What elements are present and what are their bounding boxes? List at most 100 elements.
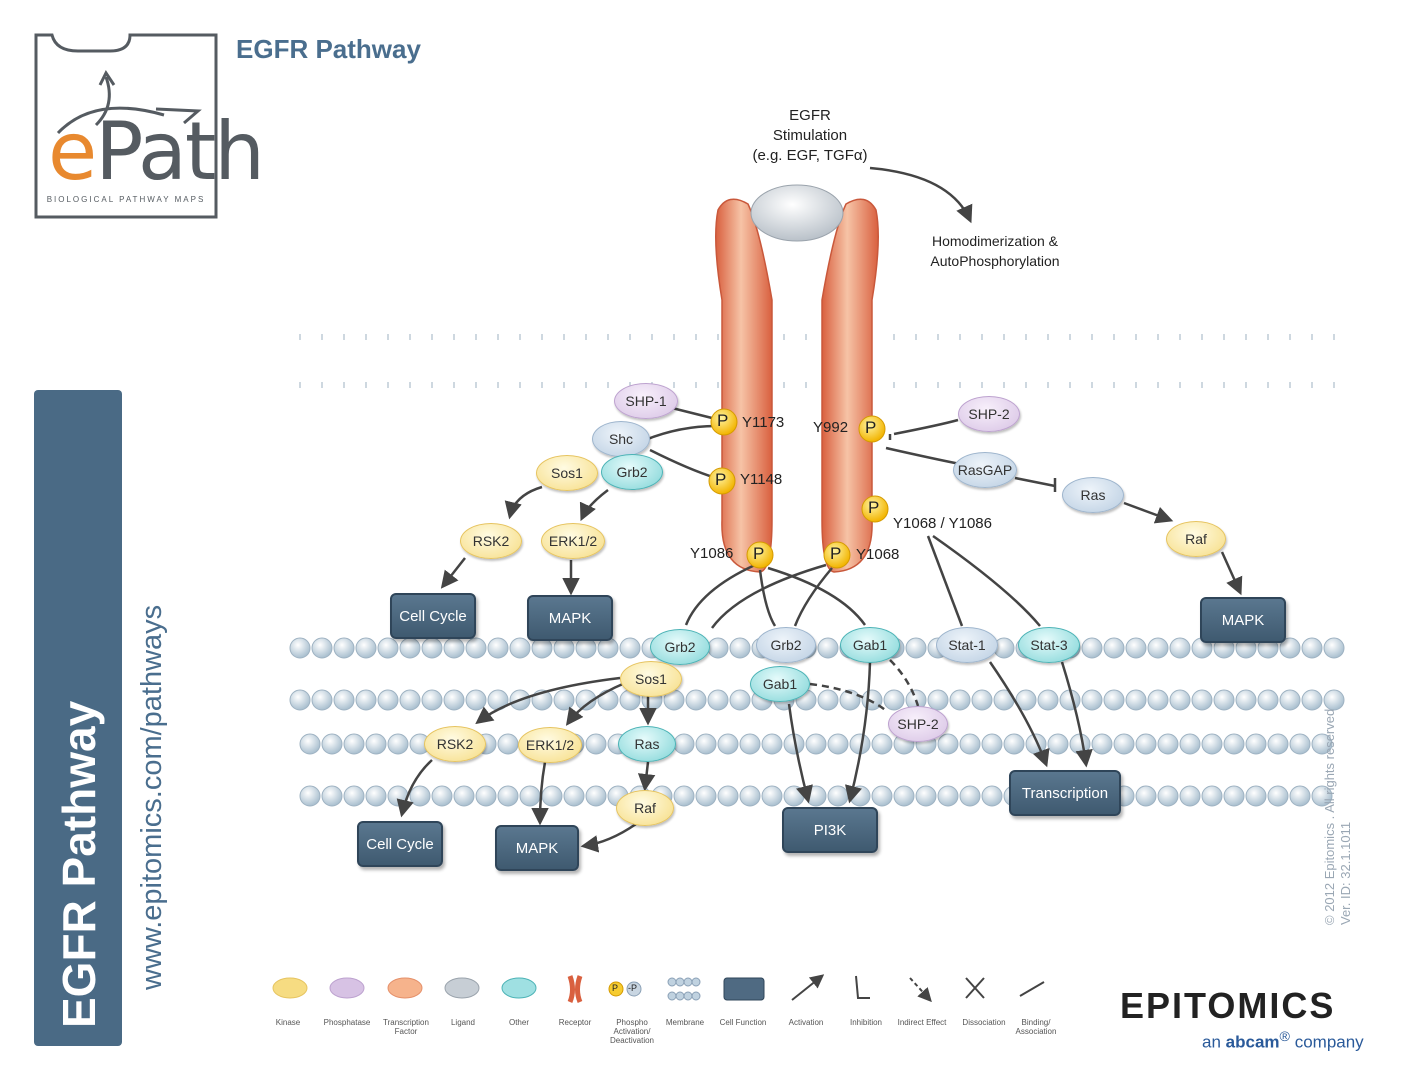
- membrane-bead: [1015, 689, 1037, 711]
- membrane-bead: [729, 637, 751, 659]
- legend-indirect-effect: Indirect Effect: [897, 1018, 947, 1027]
- func-mapk-top: MAPK: [527, 595, 613, 641]
- membrane-bead: [1223, 785, 1245, 807]
- copyright-text: © 2012 Epitomics . All rights reserved: [1322, 708, 1337, 925]
- membrane-bead: [475, 785, 497, 807]
- membrane-bead: [289, 689, 311, 711]
- membrane-bead: [695, 733, 717, 755]
- label-y1148: Y1148: [740, 471, 783, 488]
- membrane-bead: [1223, 733, 1245, 755]
- membrane-bead: [431, 785, 453, 807]
- logo-wordmark: ePath: [48, 105, 265, 198]
- membrane-bead: [1179, 785, 1201, 807]
- membrane-bead: [1201, 785, 1223, 807]
- membrane-bead: [1157, 733, 1179, 755]
- membrane-bead: [717, 785, 739, 807]
- egfr-stimulation-label: EGFR Stimulation (e.g. EGF, TGFα): [752, 107, 868, 164]
- membrane-bead: [1169, 637, 1191, 659]
- membrane-bead: [377, 689, 399, 711]
- legend-p-label: P: [612, 983, 619, 993]
- legend-phosphatase: Phosphatase: [323, 1018, 371, 1027]
- membrane-bead: [717, 733, 739, 755]
- membrane-bead: [1201, 733, 1223, 755]
- membrane-bead: [1267, 785, 1289, 807]
- membrane-bead: [817, 689, 839, 711]
- membrane-bead: [597, 689, 619, 711]
- membrane-bead: [905, 637, 927, 659]
- label-y992: Y992: [813, 419, 849, 436]
- membrane-bead: [761, 733, 783, 755]
- node-gab1-a: Gab1: [840, 627, 900, 663]
- membrane-bead: [1047, 733, 1069, 755]
- node-shp2-bottom: SHP-2: [888, 706, 948, 742]
- legend-ligand: Ligand: [450, 1018, 476, 1027]
- membrane-bead: [1235, 689, 1257, 711]
- membrane-bead: [465, 637, 487, 659]
- func-mapk-right: MAPK: [1200, 597, 1286, 643]
- membrane-bead: [685, 689, 707, 711]
- node-gab1-b: Gab1: [750, 666, 810, 702]
- phospho-site-y1173: [710, 408, 738, 436]
- membrane-bead: [817, 637, 839, 659]
- membrane-bead: [1289, 733, 1311, 755]
- phospho-site-y992: [858, 415, 886, 443]
- membrane-bead: [531, 637, 553, 659]
- membrane-bead: [1213, 689, 1235, 711]
- membrane-bead: [1113, 733, 1135, 755]
- membrane-bead: [805, 785, 827, 807]
- phospho-p-y1173: P: [717, 411, 729, 430]
- membrane-bead: [1103, 637, 1125, 659]
- membrane-bead: [707, 637, 729, 659]
- phospho-p-y1068: P: [830, 544, 842, 563]
- membrane-bead: [827, 785, 849, 807]
- membrane-bead: [1025, 733, 1047, 755]
- func-transcription: Transcription: [1009, 770, 1121, 816]
- membrane-bead: [805, 733, 827, 755]
- node-grb2-a: Grb2: [650, 629, 710, 665]
- membrane-bead: [1103, 689, 1125, 711]
- membrane-bead: [377, 637, 399, 659]
- membrane-bead: [421, 689, 443, 711]
- membrane-bead: [343, 785, 365, 807]
- membrane-bead: [883, 689, 905, 711]
- homodimerization-label: Homodimerization & AutoPhosphorylation: [930, 233, 1060, 269]
- legend-membrane: Membrane: [665, 1018, 705, 1027]
- membrane-bead: [959, 785, 981, 807]
- version-text: Ver. ID: 32.1.1011: [1338, 821, 1353, 925]
- node-erk-top: ERK1/2: [541, 523, 605, 559]
- brand-tagline: an abcam® company: [1202, 1029, 1364, 1052]
- epitomics-logo: EPITOMICS: [1120, 985, 1336, 1026]
- node-shc: Shc: [592, 421, 650, 457]
- membrane-bead: [1125, 637, 1147, 659]
- indirect-edges: [809, 659, 920, 713]
- node-shp1: SHP-1: [614, 383, 678, 419]
- label-y1173: Y1173: [742, 414, 785, 431]
- membrane-bead: [871, 785, 893, 807]
- epath-logo: [34, 33, 218, 219]
- membrane-bead: [1301, 637, 1323, 659]
- membrane-bead: [1257, 689, 1279, 711]
- page-title: EGFR Pathway: [236, 34, 421, 64]
- membrane-bead: [409, 785, 431, 807]
- membrane-bead: [1191, 689, 1213, 711]
- membrane-bead: [893, 785, 915, 807]
- egfr-receptor-dimer: [715, 184, 879, 573]
- membrane-bead: [585, 733, 607, 755]
- node-grb2-b: Grb2: [756, 627, 816, 663]
- node-ras-right: Ras: [1062, 477, 1124, 513]
- membrane-bead: [1245, 733, 1267, 755]
- legend-binding: Binding/ Association: [1015, 1018, 1057, 1036]
- legend-other: Other: [508, 1018, 529, 1027]
- node-shp2-top: SHP-2: [958, 396, 1020, 432]
- node-sos1-bottom: Sos1: [620, 661, 682, 697]
- legend-activation: Activation: [788, 1018, 824, 1027]
- label-y1086: Y1086: [690, 545, 734, 562]
- node-stat1: Stat-1: [936, 627, 998, 663]
- membrane-bead: [1323, 637, 1345, 659]
- membrane-bead: [1069, 733, 1091, 755]
- phospho-p-y1086: P: [753, 544, 765, 563]
- membrane-bead: [761, 785, 783, 807]
- membrane-bead: [971, 689, 993, 711]
- node-raf-bottom: Raf: [616, 790, 674, 826]
- membrane-bead: [443, 637, 465, 659]
